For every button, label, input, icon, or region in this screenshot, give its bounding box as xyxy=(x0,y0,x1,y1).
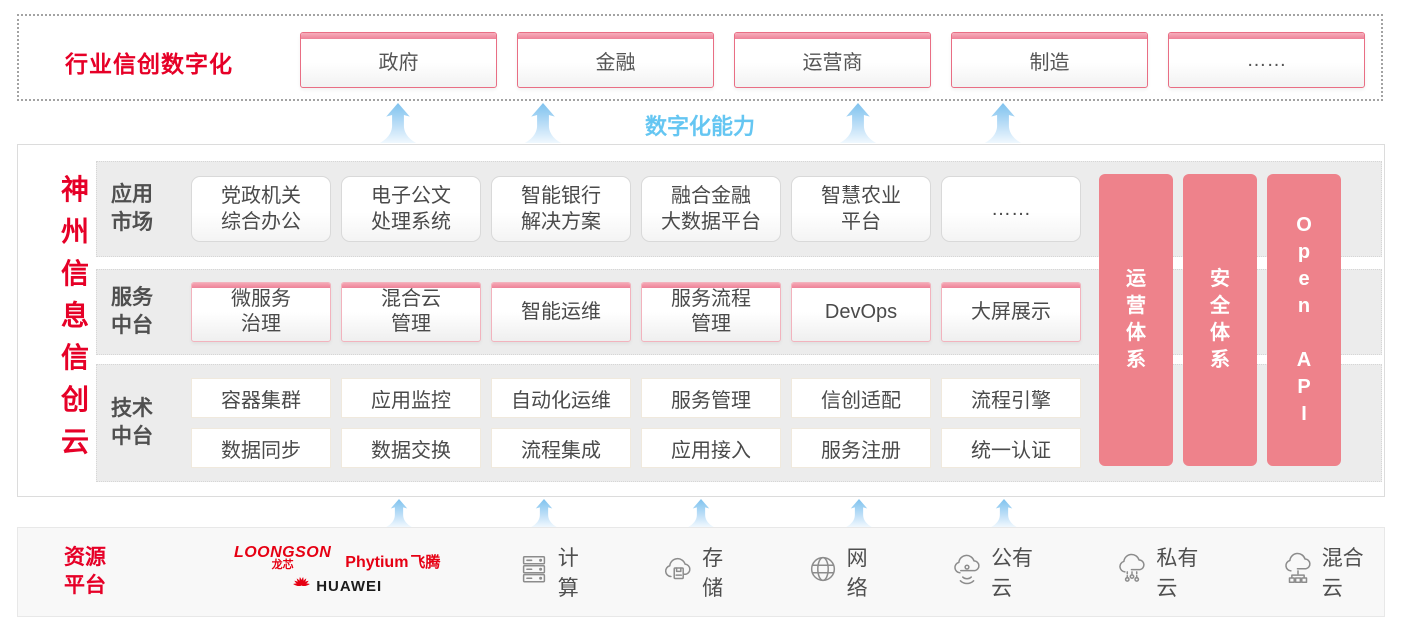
public-cloud-icon xyxy=(950,552,984,592)
phytium-logo: Phytium 飞腾 xyxy=(345,551,440,572)
storage-cloud-icon xyxy=(661,552,695,592)
service-boxes: 微服务 治理 混合云 管理 智能运维 服务流程 管理 DevOps 大屏展示 xyxy=(191,282,1081,342)
pillar-security-system: 安 全 体 系 xyxy=(1183,174,1257,466)
service-box: 大屏展示 xyxy=(941,282,1081,342)
app-box: 智能银行 解决方案 xyxy=(491,176,631,242)
service-box: 微服务 治理 xyxy=(191,282,331,342)
industry-box-more: …… xyxy=(1168,32,1365,88)
tech-box: 流程集成 xyxy=(491,428,631,468)
row-label-app-market: 应用 市场 xyxy=(111,183,153,234)
resource-platform-panel: 资源 平台 LOONGSON 龙芯 Phytium 飞腾 xyxy=(17,527,1385,617)
resource-item-label: 公有云 xyxy=(991,547,1034,600)
tech-box: 自动化运维 xyxy=(491,378,631,418)
tech-box: 流程引擎 xyxy=(941,378,1081,418)
resource-item-network: 网络 xyxy=(806,542,888,602)
resource-item-label: 网络 xyxy=(846,547,868,600)
capability-label: 数字化能力 xyxy=(644,114,755,139)
platform-title-vertical: 神 州 信 息 信 创 云 xyxy=(60,174,89,457)
tech-box: 应用监控 xyxy=(341,378,481,418)
tech-box: 数据交换 xyxy=(341,428,481,468)
resource-item-private-cloud: 私有云 xyxy=(1115,542,1218,602)
industry-banner-title: 行业信创数字化 xyxy=(65,51,233,77)
phytium-chinese: 飞腾 xyxy=(410,553,441,571)
tech-box: 服务注册 xyxy=(791,428,931,468)
resource-item-hybrid-cloud: 混合云 xyxy=(1281,542,1384,602)
vendor-logos: LOONGSON 龙芯 Phytium 飞腾 xyxy=(220,543,455,599)
pillar-operations-system: 运 营 体 系 xyxy=(1099,174,1173,466)
app-box: 党政机关 综合办公 xyxy=(191,176,331,242)
compute-server-icon xyxy=(517,552,551,592)
huawei-name: HUAWEI xyxy=(316,578,383,595)
row-label-tech: 技术 中台 xyxy=(111,397,153,448)
tech-box: 数据同步 xyxy=(191,428,331,468)
app-box-more: …… xyxy=(941,176,1081,242)
resource-item-label: 计算 xyxy=(557,547,579,600)
resource-item-list: 计算 存储 网络 xyxy=(517,542,1384,602)
loongson-chinese: 龙芯 xyxy=(271,558,294,571)
app-box: 融合金融 大数据平台 xyxy=(641,176,781,242)
huawei-logo: HUAWEI xyxy=(292,575,382,599)
app-market-boxes: 党政机关 综合办公 电子公文 处理系统 智能银行 解决方案 融合金融 大数据平台… xyxy=(191,176,1081,242)
service-box: DevOps xyxy=(791,282,931,342)
service-box: 混合云 管理 xyxy=(341,282,481,342)
loongson-logo: LOONGSON 龙芯 xyxy=(233,543,332,572)
service-box: 服务流程 管理 xyxy=(641,282,781,342)
network-globe-icon xyxy=(806,552,840,592)
up-arrow-icon xyxy=(842,499,876,527)
tech-box: 容器集群 xyxy=(191,378,331,418)
industry-item-list: 政府 金融 运营商 制造 …… xyxy=(300,32,1365,88)
up-arrow-icon xyxy=(379,103,417,143)
pillar-open-api: O p e n A P I xyxy=(1267,174,1341,466)
up-arrow-icon xyxy=(984,103,1022,143)
resource-item-storage: 存储 xyxy=(661,542,743,602)
up-arrow-icon xyxy=(527,499,561,527)
industry-box-finance: 金融 xyxy=(517,32,714,88)
up-arrow-icon xyxy=(524,103,562,143)
industry-box-manufacturing: 制造 xyxy=(951,32,1148,88)
loongson-name: LOONGSON xyxy=(233,543,332,561)
resource-item-public-cloud: 公有云 xyxy=(950,542,1053,602)
resource-item-compute: 计算 xyxy=(517,542,599,602)
phytium-name: Phytium xyxy=(345,553,409,571)
resource-item-label: 混合云 xyxy=(1321,547,1364,600)
hybrid-cloud-icon xyxy=(1281,552,1315,592)
resource-item-label: 私有云 xyxy=(1156,547,1199,600)
app-box: 智慧农业 平台 xyxy=(791,176,931,242)
up-arrow-icon xyxy=(684,499,718,527)
resource-item-label: 存储 xyxy=(702,547,724,600)
tech-box: 应用接入 xyxy=(641,428,781,468)
industry-box-government: 政府 xyxy=(300,32,497,88)
up-arrow-icon xyxy=(839,103,877,143)
row-label-service: 服务 中台 xyxy=(111,286,153,337)
up-arrow-icon xyxy=(382,499,416,527)
tech-box: 服务管理 xyxy=(641,378,781,418)
huawei-flower-icon xyxy=(292,575,311,599)
private-cloud-icon xyxy=(1115,552,1149,592)
industry-box-operator: 运营商 xyxy=(734,32,931,88)
main-platform-panel: 神 州 信 息 信 创 云 应用 市场 党政机关 综合办公 电子公文 处理系统 … xyxy=(17,144,1385,497)
tech-box: 信创适配 xyxy=(791,378,931,418)
tech-boxes: 容器集群 数据同步 应用监控 数据交换 自动化运维 流程集成 服务管理 应用接入… xyxy=(191,378,1081,468)
industry-banner: 行业信创数字化 政府 金融 运营商 制造 …… xyxy=(17,14,1383,101)
up-arrow-icon xyxy=(987,499,1021,527)
app-box: 电子公文 处理系统 xyxy=(341,176,481,242)
service-box: 智能运维 xyxy=(491,282,631,342)
row-service-platform: 服务 中台 微服务 治理 混合云 管理 智能运维 服务流程 管理 DevOps … xyxy=(96,269,1382,355)
resource-platform-label: 资源 平台 xyxy=(64,546,106,597)
tech-box: 统一认证 xyxy=(941,428,1081,468)
